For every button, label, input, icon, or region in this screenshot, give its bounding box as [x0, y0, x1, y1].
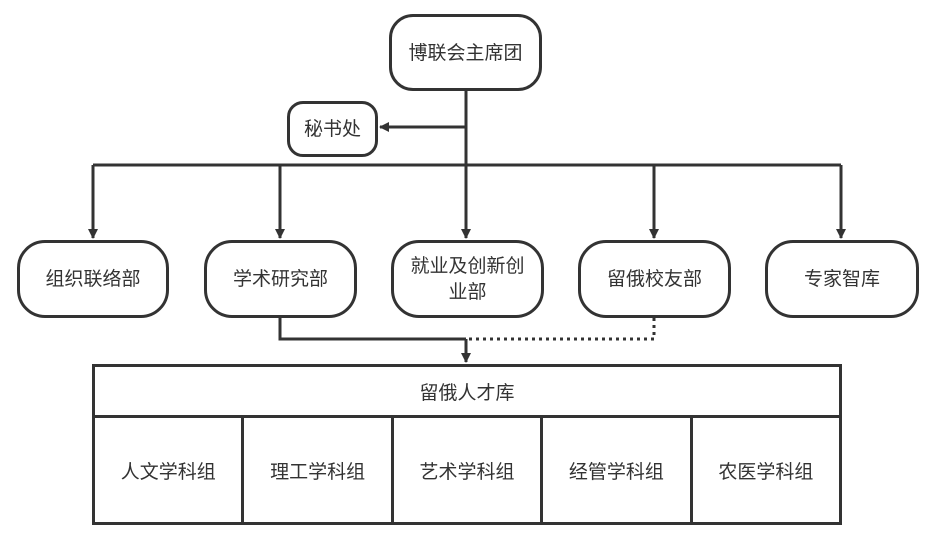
department-label: 留俄校友部	[606, 268, 702, 290]
root-label: 博联会主席团	[408, 41, 523, 64]
root-node: 博联会主席团	[389, 14, 542, 91]
subject-group-cell: 经管学科组	[543, 418, 693, 522]
department-node: 组织联络部	[17, 240, 169, 318]
secretariat-node: 秘书处	[287, 101, 378, 157]
department-label: 就业及创新创业部	[410, 255, 525, 303]
department-node: 专家智库	[765, 240, 919, 318]
department-label: 专家智库	[803, 268, 880, 290]
department-label: 组织联络部	[45, 268, 141, 290]
talent-pool-box: 留俄人才库 人文学科组 理工学科组 艺术学科组 经管学科组 农医学科组	[92, 364, 842, 525]
subject-group-cell: 人文学科组	[95, 418, 245, 522]
talent-pool-groups: 人文学科组 理工学科组 艺术学科组 经管学科组 农医学科组	[95, 418, 839, 522]
research-to-pool-line	[278, 318, 466, 341]
department-node: 留俄校友部	[578, 240, 731, 318]
subject-group-cell: 农医学科组	[718, 460, 814, 483]
subject-group-cell: 艺术学科组	[394, 418, 544, 522]
subject-group-cell: 理工学科组	[244, 418, 394, 522]
department-node: 学术研究部	[204, 240, 357, 318]
talent-pool-title: 留俄人才库	[95, 367, 839, 418]
department-label: 学术研究部	[232, 268, 328, 290]
department-node: 就业及创新创业部	[391, 240, 544, 318]
secretariat-label: 秘书处	[303, 118, 361, 140]
alumni-to-pool-dotted-line	[466, 318, 656, 341]
